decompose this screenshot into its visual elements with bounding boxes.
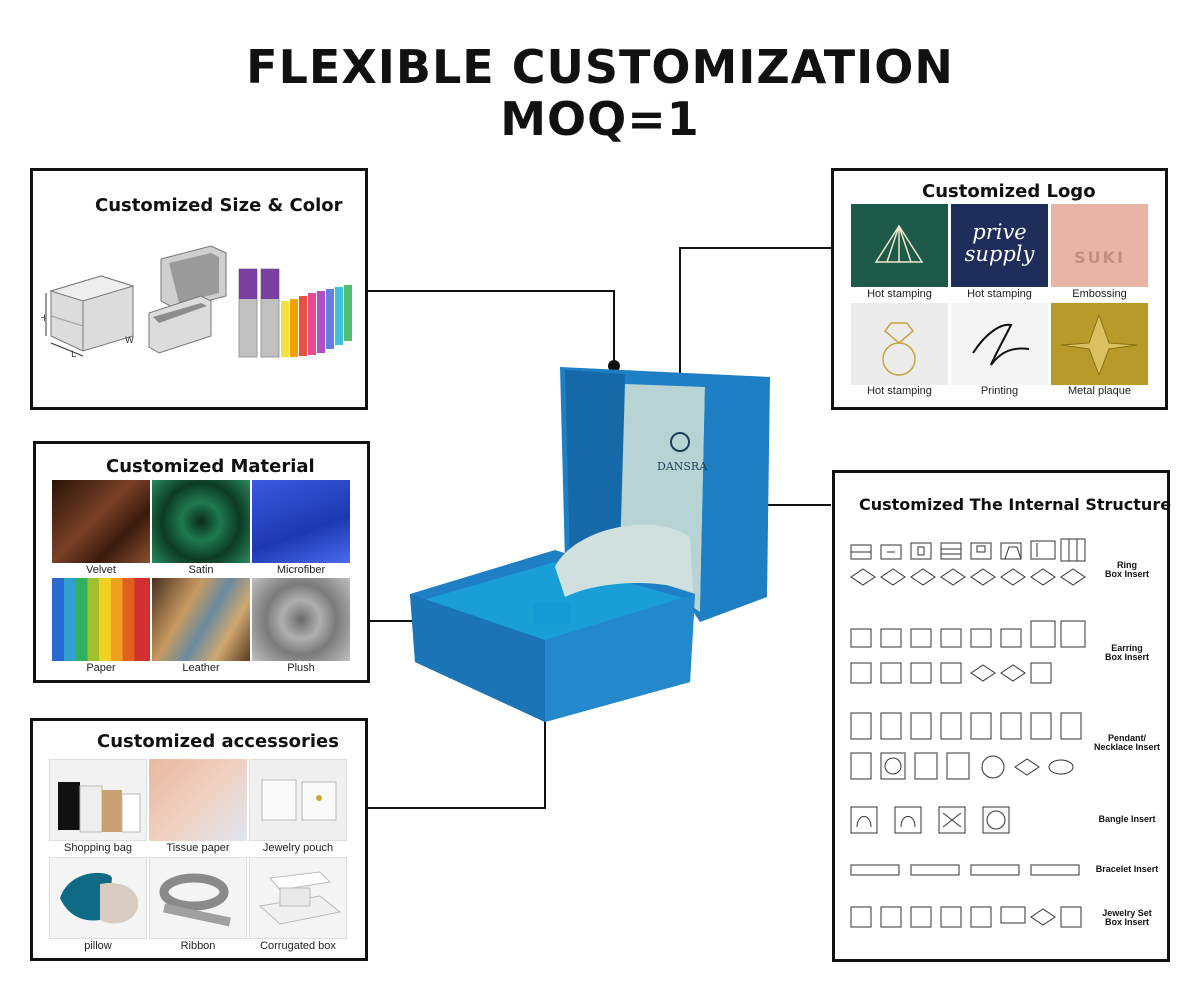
logo-label-1: Hot stamping [867,288,932,300]
logo-label-6: Metal plaque [1068,385,1131,397]
accessories-title: Customized accessories [97,731,339,752]
material-paper-swatch [52,578,150,661]
logo-prive-supply-text: prive supply [964,220,1035,266]
size-color-panel: Customized Size & Color H L W [30,168,368,410]
set-label-line1: Jewelry Set [1102,908,1152,918]
logo-hot-stamping-text: prive supply [951,204,1048,287]
product-brand-text: DANSRA [657,460,708,473]
moq-title: MOQ=1 [500,92,700,146]
earring-insert-icons [850,620,1086,684]
internal-structure-title: Customized The Internal Structure [859,495,1172,514]
accessory-jewelry-pouch-image [249,759,347,841]
pendant-label-line2: Necklace Insert [1093,742,1161,752]
box-dimension-illustration: H L W [41,245,352,360]
dim-w-label: W [125,336,134,346]
material-velvet-swatch [52,480,150,563]
accessory-label-corrugated-box: Corrugated box [260,940,336,952]
bangle-insert-label: Bangle Insert [1093,815,1161,824]
earring-label-line2: Box Insert [1104,652,1149,662]
product-box-image: DANSRA [405,362,785,732]
logo-label-4: Hot stamping [867,385,932,397]
jewelry-set-insert-label: Jewelry Set Box Insert [1093,909,1161,927]
accessory-corrugated-box-image [249,857,347,939]
bangle-insert-icons [850,806,1010,834]
logo-label-3: Embossing [1072,288,1127,300]
material-label-plush: Plush [287,662,315,674]
pendant-insert-label: Pendant/ Necklace Insert [1091,734,1163,752]
earring-insert-label: Earring Box Insert [1093,644,1161,662]
accessory-tissue-paper-image [149,759,247,841]
logo-label-2: Hot stamping [967,288,1032,300]
logo-hot-stamping-ring [851,303,948,385]
accessory-label-ribbon: Ribbon [180,940,216,952]
headline-title: FLEXIBLE CUSTOMIZATION [246,40,954,94]
dim-l-label: L [71,350,76,360]
ring-insert-label: Ring Box Insert [1093,561,1161,579]
material-leather-swatch [152,578,250,661]
pendant-insert-icons [850,712,1082,780]
accessory-label-jewelry-pouch: Jewelry pouch [262,842,334,854]
material-title: Customized Material [106,456,315,477]
ring-insert-icons [850,538,1086,586]
material-panel: Customized Material Velvet Satin Microfi… [33,441,370,683]
logo-metal-plaque [1051,303,1148,385]
material-label-velvet: Velvet [86,564,116,576]
accessory-label-shopping-bag: Shopping bag [64,842,132,854]
logo-label-5: Printing [980,385,1019,397]
logo-hot-stamping-shell [851,204,948,287]
earring-label-line1: Earring [1111,643,1143,653]
accessory-ribbon-image [149,857,247,939]
insert-diagrams [850,538,1086,928]
ring-label-line1: Ring [1117,560,1137,570]
logo-panel: Customized Logo prive supply SUKI Hot st… [831,168,1168,410]
logo-suki-text: SUKI [1074,248,1125,267]
logo-embossing: SUKI [1051,204,1148,287]
jewelry-set-insert-icons [850,906,1082,928]
size-color-title: Customized Size & Color [95,195,343,216]
accessory-shopping-bag-image [49,759,147,841]
logo-printing [951,303,1048,385]
ring-label-line2: Box Insert [1104,569,1149,579]
bracelet-label-line1: Bracelet Insert [1095,864,1159,874]
accessory-pillow-image [49,857,147,939]
material-satin-swatch [152,480,250,563]
dim-h-label: H [41,314,46,324]
material-label-satin: Satin [188,564,214,576]
material-microfiber-swatch [252,480,350,563]
pendant-label-line1: Pendant/ [1107,733,1146,743]
accessory-label-pillow: pillow [84,940,112,952]
material-plush-swatch [252,578,350,661]
internal-structure-panel: Customized The Internal Structure [832,470,1172,962]
bangle-label-line1: Bangle Insert [1098,814,1156,824]
material-label-leather: Leather [182,662,220,674]
logo-title: Customized Logo [922,181,1096,202]
accessory-label-tissue-paper: Tissue paper [166,842,230,854]
accessories-panel: Customized accessories Shopping bag Tiss… [30,718,368,961]
bracelet-insert-icons [850,864,1080,876]
material-label-paper: Paper [86,662,116,674]
set-label-line2: Box Insert [1104,917,1149,927]
material-label-microfiber: Microfiber [276,564,326,576]
bracelet-insert-label: Bracelet Insert [1091,865,1163,874]
